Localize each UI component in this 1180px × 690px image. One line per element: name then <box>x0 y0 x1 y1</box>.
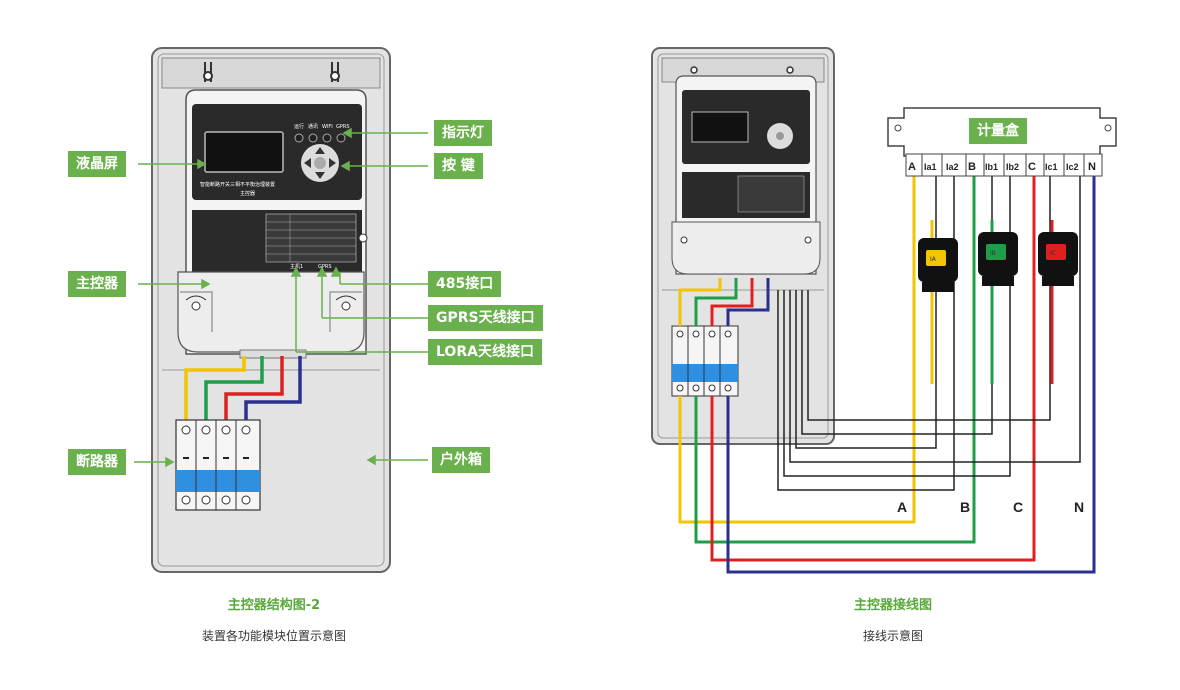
led-label-4: GPRS <box>336 124 350 130</box>
terminal-B: B <box>968 161 976 173</box>
wires-ct <box>777 170 1081 491</box>
leader-lines-left <box>134 127 428 468</box>
terminal-A: A <box>908 161 916 173</box>
port-label-2: GPRS <box>318 264 332 270</box>
wires-left <box>184 356 302 422</box>
caption-right: 主控器接线图 <box>853 598 932 613</box>
led-label-3: WIFI <box>322 124 333 130</box>
label-outdoor-box: 户外箱 <box>432 447 490 473</box>
label-meter-box: 计量盒 <box>969 118 1027 144</box>
subcaption-right: 接线示意图 <box>862 629 923 643</box>
terminal-N: N <box>1088 161 1096 173</box>
terminal-Ib2: Ib2 <box>1006 162 1019 172</box>
outdoor-box-right <box>651 47 835 445</box>
terminal-C: C <box>1028 161 1036 173</box>
label-keys: 按 键 <box>434 153 483 179</box>
wire-label-b: B <box>960 499 970 515</box>
breaker-left <box>175 419 261 511</box>
wire-label-c: C <box>1013 499 1023 515</box>
subcaption-left: 装置各功能模块位置示意图 <box>201 629 346 643</box>
keypad <box>301 144 339 182</box>
label-lcd: 液晶屏 <box>68 151 126 177</box>
caption-left: 主控器结构图-2 <box>227 598 321 613</box>
indicator-leds <box>294 133 346 143</box>
port-label-1: 主机1 <box>290 263 303 270</box>
led-label-2: 通讯 <box>308 123 318 130</box>
terminal-Ic1: Ic1 <box>1045 162 1058 172</box>
device-title: 智能断路开关三相不平衡治理装置 <box>200 181 275 188</box>
ct-label-a: IA <box>930 256 937 263</box>
wires-phase <box>678 174 1096 574</box>
label-breaker: 断路器 <box>68 449 126 475</box>
device-subtitle: 主控器 <box>240 190 255 197</box>
lcd-screen <box>204 131 284 173</box>
label-controller: 主控器 <box>68 271 126 297</box>
label-gprs: GPRS天线接口 <box>428 305 543 331</box>
terminal-Ic2: Ic2 <box>1066 162 1079 172</box>
led-label-1: 运行 <box>294 123 304 130</box>
ct-label-c: IC <box>1050 250 1056 257</box>
ct-clamps: IA IB IC <box>918 220 1078 384</box>
terminal-Ia2: Ia2 <box>946 162 959 172</box>
label-485: 485接口 <box>428 271 502 297</box>
label-indicator: 指示灯 <box>434 120 492 146</box>
terminal-Ia1: Ia1 <box>924 162 937 172</box>
wire-label-n: N <box>1074 499 1084 515</box>
ct-label-b: IB <box>990 250 996 257</box>
wire-label-a: A <box>897 499 907 515</box>
breaker-right <box>671 325 739 397</box>
terminal-Ib1: Ib1 <box>985 162 998 172</box>
wires-right-top <box>678 278 770 326</box>
main-controller-left: 运行 通讯 WIFI GPRS 智能断路开关三相不平衡治理装置 主控器 主机1 … <box>177 89 368 359</box>
label-lora: LORA天线接口 <box>428 339 542 365</box>
